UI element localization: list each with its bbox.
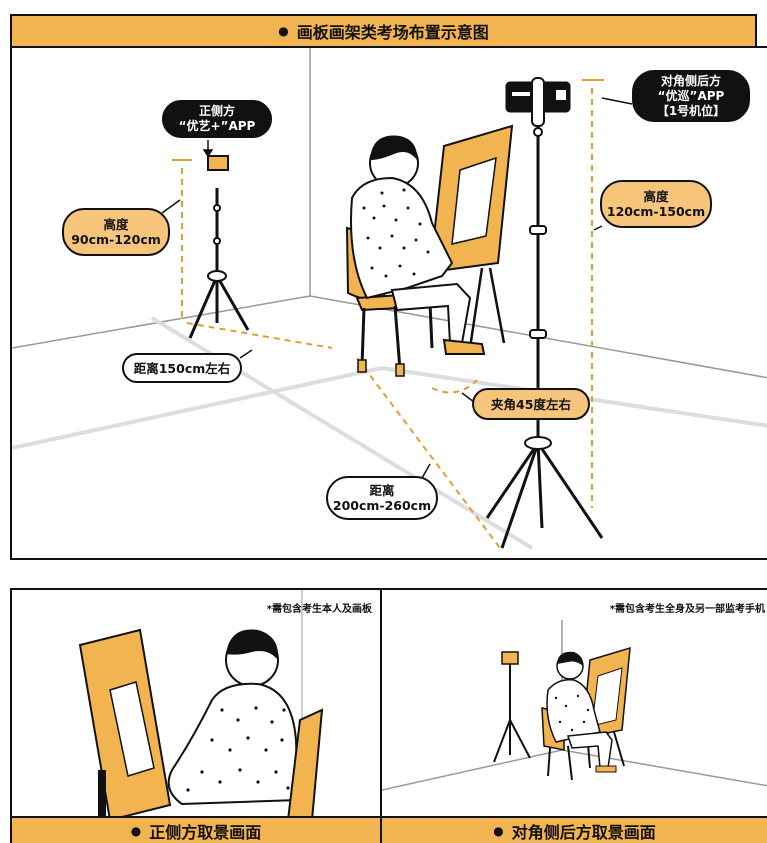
distance-rear-label: 距离 200cm-260cm bbox=[326, 476, 438, 520]
angle-label: 夹角45度左右 bbox=[472, 388, 590, 420]
front-phone bbox=[208, 156, 228, 170]
rear-view-caption-bar: ● 对角侧后方取景画面 bbox=[380, 816, 767, 843]
height-left-label: 高度 90cm-120cm bbox=[62, 208, 170, 256]
front-camera-label: 正侧方 “优艺+”APP bbox=[162, 100, 272, 138]
height-right-label: 高度 120cm-150cm bbox=[600, 180, 712, 228]
front-view-illustration bbox=[12, 590, 382, 818]
rear-view-illustration bbox=[382, 590, 767, 818]
distance-front-label: 距离150cm左右 bbox=[122, 353, 242, 383]
easel-legs bbox=[470, 268, 504, 348]
bullet-icon: ● bbox=[493, 824, 503, 838]
top-title: 画板画架类考场布置示意图 bbox=[297, 19, 489, 43]
front-view-caption: 正侧方取景画面 bbox=[149, 819, 261, 843]
rear-view-caption: 对角侧后方取景画面 bbox=[512, 819, 656, 843]
front-view-caption-bar: ● 正侧方取景画面 bbox=[10, 816, 382, 843]
top-header: ● 画板画架类考场布置示意图 bbox=[10, 14, 757, 48]
top-panel: 正侧方 “优艺+”APP 对角侧后方 “优巡”APP 【1号机位】 高度 90c… bbox=[10, 46, 767, 560]
rear-camera-label: 对角侧后方 “优巡”APP 【1号机位】 bbox=[632, 70, 750, 122]
bullet-icon: ● bbox=[131, 824, 141, 838]
rear-view-panel: *需包含考生全身及另一部监考手机 bbox=[380, 588, 767, 818]
bullet-icon: ● bbox=[278, 24, 288, 38]
front-view-panel: *需包含考生本人及画板 bbox=[10, 588, 382, 818]
